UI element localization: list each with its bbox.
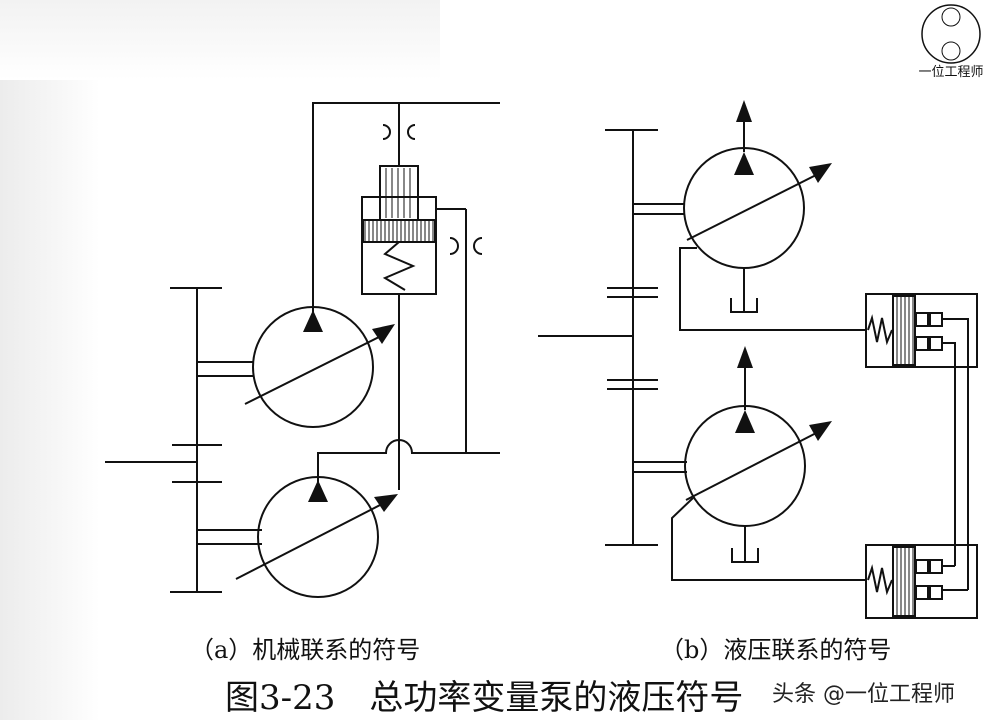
regulator-b2 — [865, 544, 978, 619]
diagram-b-hydraulic — [538, 100, 978, 619]
diagram-a-mechanical — [105, 102, 500, 598]
pump-b2 — [684, 346, 832, 563]
servo-cylinder-a — [361, 103, 483, 490]
pilot-line-b1 — [679, 247, 866, 331]
pipe-a1-outlet — [312, 102, 500, 312]
logo-text: 一位工程师 — [918, 65, 984, 78]
pipe-a2-outlet — [317, 439, 500, 482]
pump-a2 — [235, 476, 398, 598]
caption-b: （b）液压联系的符号 — [660, 636, 892, 664]
logo-emblem — [921, 4, 981, 64]
pump-a1 — [244, 306, 395, 428]
figure-title: 图3-23 总功率变量泵的液压符号 — [225, 678, 744, 718]
background-top-fade — [0, 0, 440, 80]
regulator-b1 — [865, 293, 978, 590]
background-fade — [0, 0, 100, 720]
watermark: 头条 @一位工程师 — [772, 682, 955, 707]
caption-a: （a）机械联系的符号 — [190, 636, 421, 664]
pump-b1 — [683, 100, 832, 313]
logo: 一位工程师 — [905, 0, 997, 78]
pilot-line-b2 — [671, 497, 866, 581]
